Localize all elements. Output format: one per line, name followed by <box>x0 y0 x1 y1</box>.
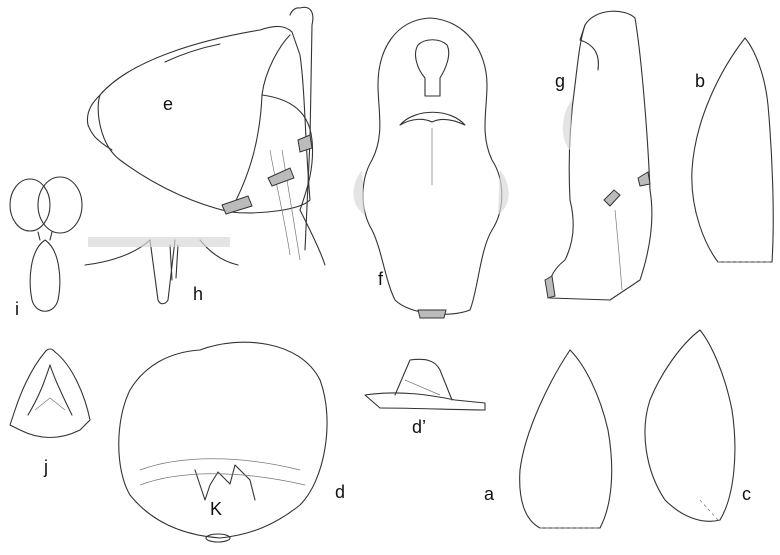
drawing-d-lip <box>119 342 327 542</box>
drawing-a-sepal <box>520 350 612 528</box>
drawing-f-column-front <box>353 18 508 318</box>
label-k: K <box>210 500 222 518</box>
label-b: b <box>695 72 705 90</box>
drawing-h-detail <box>85 237 238 304</box>
drawing-c-sepal <box>645 330 735 521</box>
label-j: j <box>44 458 48 476</box>
label-d-prime: d’ <box>412 418 426 436</box>
drawing-i-pollinarium <box>10 177 82 311</box>
drawing-g-column-side <box>545 11 652 300</box>
label-h: h <box>193 285 203 303</box>
drawing-j-anther <box>10 349 90 438</box>
label-f: f <box>378 270 383 288</box>
label-g: g <box>555 72 565 90</box>
label-i: i <box>15 300 19 318</box>
drawing-e-lip-side <box>87 7 325 265</box>
label-d: d <box>335 483 345 501</box>
label-a: a <box>484 485 494 503</box>
label-e: e <box>163 95 173 113</box>
label-c: c <box>742 485 751 503</box>
drawing-d-prime-callus <box>365 359 485 410</box>
